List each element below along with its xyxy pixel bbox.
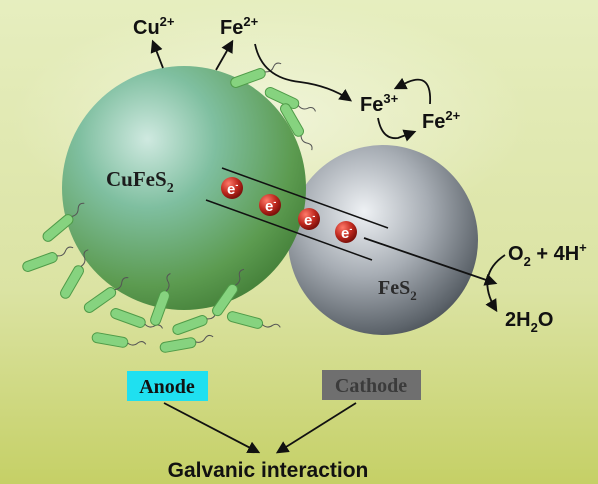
anode-label-box: [127, 371, 208, 401]
fe2-release-arrow: [215, 39, 234, 71]
fe-oxidation-arrow: [254, 43, 353, 102]
cathode-label-box: [322, 370, 421, 400]
electron-label: e-: [341, 224, 352, 242]
cathode-formula: FeS2: [378, 277, 417, 303]
electron-channel-line: [205, 199, 373, 261]
electron: e-: [298, 208, 320, 230]
cu-ion-label: Cu2+: [133, 14, 175, 39]
electron-label: e-: [227, 180, 238, 198]
reaction-reactants: O2 + 4H+: [508, 240, 587, 269]
electron: e-: [221, 177, 243, 199]
anode-label: Anode: [139, 376, 195, 398]
fe3-ion-label: Fe3+: [360, 91, 399, 116]
electron-channel-line: [221, 167, 389, 229]
electron-flow-arrow: [363, 237, 498, 286]
fe-cycle-arrow-bottom: [377, 117, 417, 142]
electron-label: e-: [304, 211, 315, 229]
cathode-sphere: [288, 145, 478, 335]
fe2-cycle-ion-label: Fe2+: [422, 108, 461, 133]
galvanic-interaction-label: Galvanic interaction: [168, 459, 369, 482]
fe-cycle-arrow-top: [393, 77, 431, 105]
cathode-convergence-arrow: [275, 402, 357, 454]
electron: e-: [259, 194, 281, 216]
anode-formula: CuFeS2: [106, 167, 174, 196]
reaction-product: 2H2O: [505, 309, 553, 335]
reduction-curve-arrow: [485, 254, 506, 313]
anode-sphere: [62, 66, 306, 310]
electron: e-: [335, 221, 357, 243]
fe2-ion-label: Fe2+: [220, 14, 259, 39]
electron-label: e-: [265, 197, 276, 215]
cu-release-arrow: [150, 39, 164, 69]
cathode-label: Cathode: [335, 375, 407, 397]
anode-convergence-arrow: [163, 402, 261, 454]
